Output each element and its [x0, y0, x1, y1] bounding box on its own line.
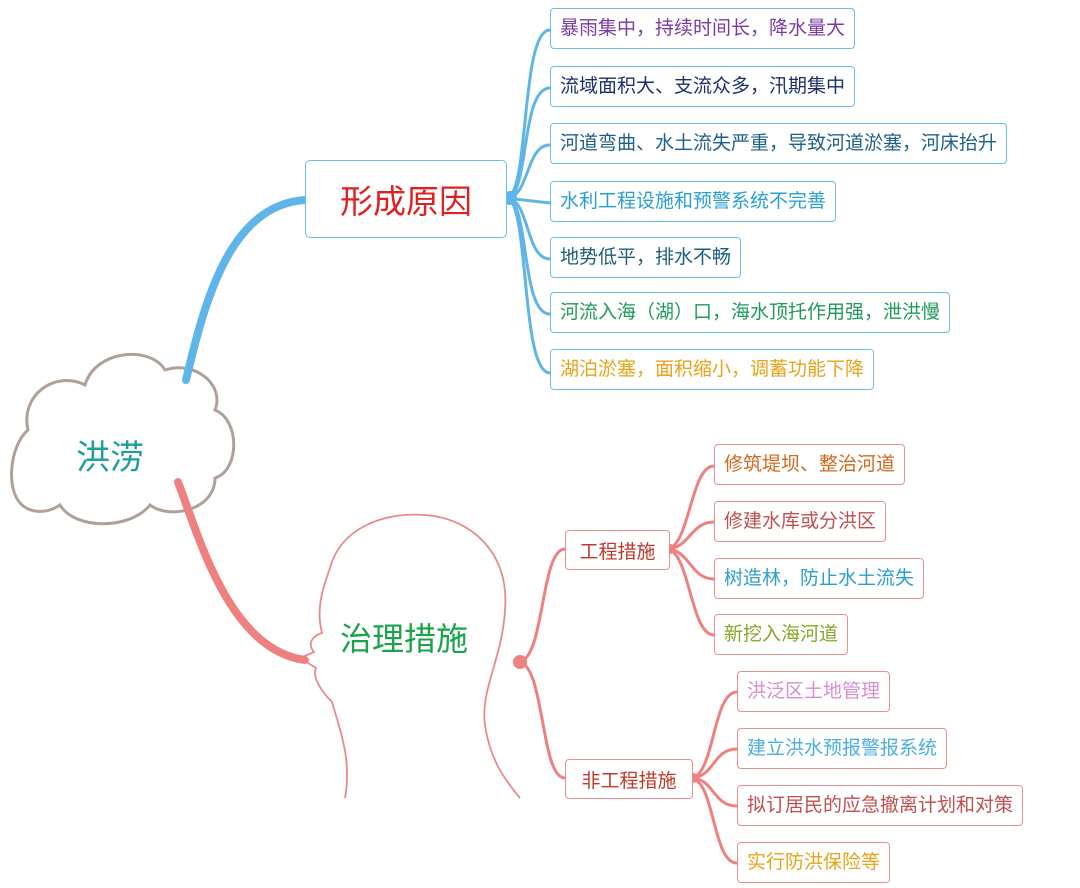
non-engineering-measures-node[interactable]: 非工程措施 — [565, 759, 693, 799]
cause-item[interactable]: 暴雨集中，持续时间长，降水量大 — [550, 8, 856, 49]
cause-item[interactable]: 水利工程设施和预警系统不完善 — [550, 181, 837, 222]
branch-causes-node[interactable]: 形成原因 — [305, 160, 507, 238]
engineering-item[interactable]: 修建水库或分洪区 — [714, 501, 887, 542]
head-outline — [298, 513, 521, 799]
branch-measures-line — [174, 478, 309, 664]
non-engineering-item[interactable]: 拟订居民的应急撤离计划和对策 — [737, 785, 1024, 826]
measures-connectors — [517, 464, 738, 865]
central-topic[interactable]: 洪涝 — [76, 438, 144, 478]
cause-item[interactable]: 河流入海（湖）口，海水顶托作用强，泄洪慢 — [550, 292, 951, 333]
non-engineering-item[interactable]: 实行防洪保险等 — [737, 842, 891, 883]
non-engineering-item[interactable]: 建立洪水预报警报系统 — [737, 728, 948, 769]
engineering-measures-node[interactable]: 工程措施 — [565, 530, 670, 570]
branch-causes-line — [182, 196, 309, 384]
cause-item[interactable]: 湖泊淤塞，面积缩小，调蓄功能下降 — [550, 349, 875, 390]
branch-measures-node[interactable]: 治理措施 — [340, 620, 469, 658]
engineering-item[interactable]: 新挖入海河道 — [714, 614, 849, 655]
non-engineering-item[interactable]: 洪泛区土地管理 — [737, 671, 891, 712]
cloud-outline — [10, 353, 236, 526]
cause-item[interactable]: 河道弯曲、水土流失严重，导致河道淤塞，河床抬升 — [550, 123, 1008, 164]
cause-item[interactable]: 地势低平，排水不畅 — [550, 237, 742, 278]
engineering-item[interactable]: 修筑堤坝、整治河道 — [714, 444, 906, 485]
engineering-item[interactable]: 树造林，防止水土流失 — [714, 558, 925, 599]
cause-item[interactable]: 流域面积大、支流众多，汛期集中 — [550, 66, 856, 107]
measures-hub — [513, 655, 527, 669]
